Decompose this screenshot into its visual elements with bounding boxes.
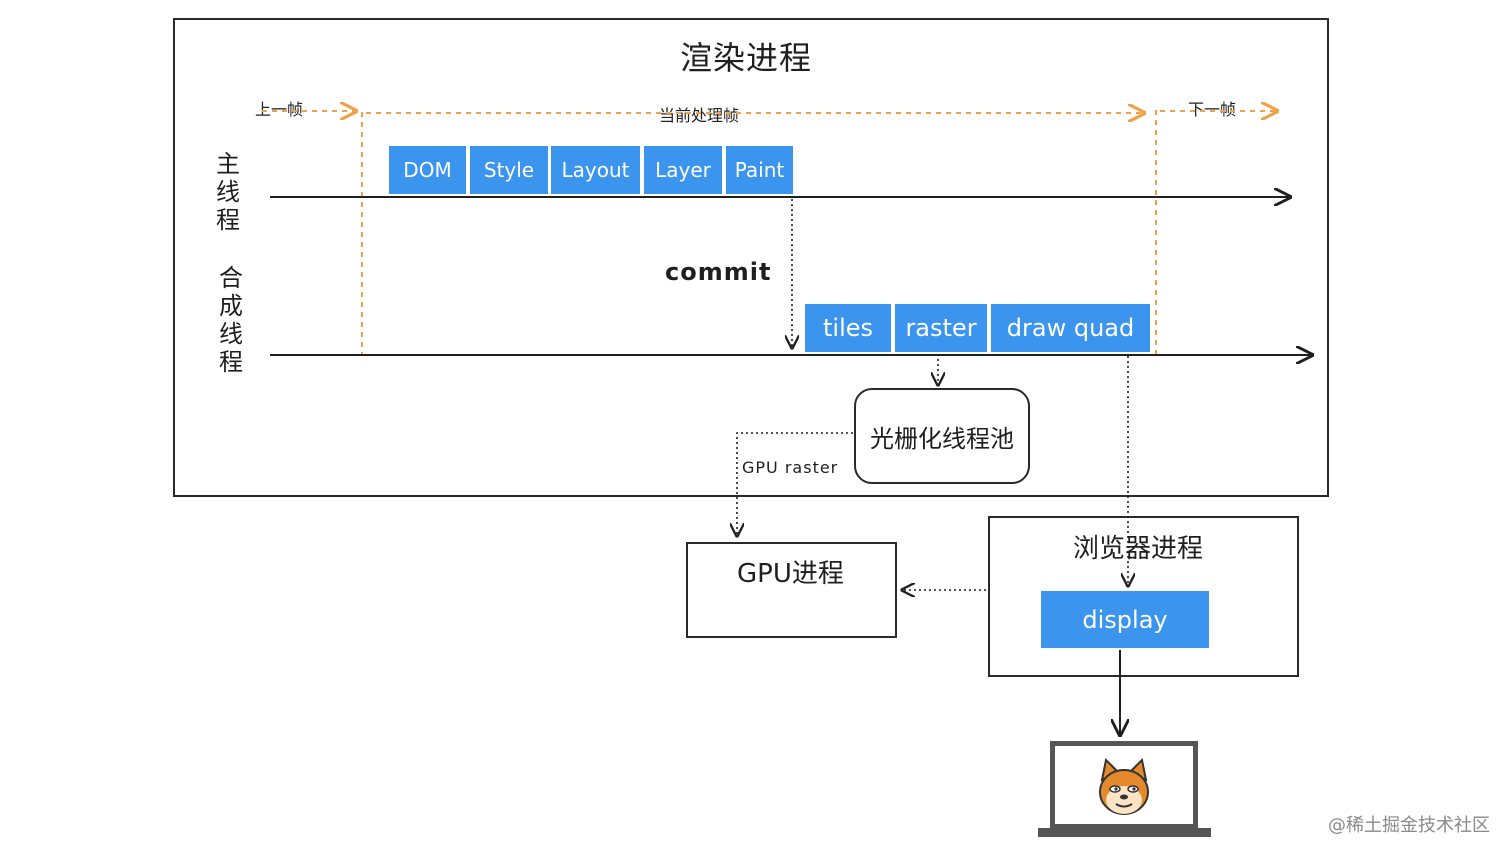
- gpu-raster-label: GPU raster: [742, 458, 839, 477]
- stage-paint: Paint: [726, 146, 793, 194]
- stage-display: display: [1041, 591, 1209, 648]
- stage-draw-quad: draw quad: [991, 304, 1150, 352]
- browser-process-box: [988, 516, 1299, 677]
- doge-icon: [1099, 758, 1149, 815]
- watermark: @稀土掘金技术社区: [1328, 815, 1490, 836]
- stage-dom: DOM: [389, 146, 466, 194]
- commit-label: commit: [665, 258, 772, 286]
- stage-layout: Layout: [551, 146, 640, 194]
- compositor-thread-label: 合 成 线 程: [219, 264, 243, 376]
- browser-process-title: 浏览器进程: [1073, 528, 1204, 565]
- gpu-process-title: GPU进程: [737, 559, 844, 589]
- gpu-raster-arrow: [737, 432, 853, 536]
- laptop-base: [1038, 828, 1211, 837]
- raster-thread-pool: 光栅化线程池: [854, 388, 1030, 484]
- stage-layer: Layer: [644, 146, 722, 194]
- next-frame-label: 下一帧: [1188, 100, 1237, 119]
- renderer-process-title: 渲染进程: [680, 39, 813, 77]
- main-thread-label: 主 线 程: [216, 150, 240, 234]
- stage-tiles: tiles: [805, 304, 891, 352]
- stage-style: Style: [470, 146, 548, 194]
- prev-frame-label: 上一帧: [255, 100, 304, 119]
- renderer-process-frame: [173, 18, 1329, 497]
- stage-raster: raster: [895, 304, 987, 352]
- gpu-process-box: [686, 542, 897, 638]
